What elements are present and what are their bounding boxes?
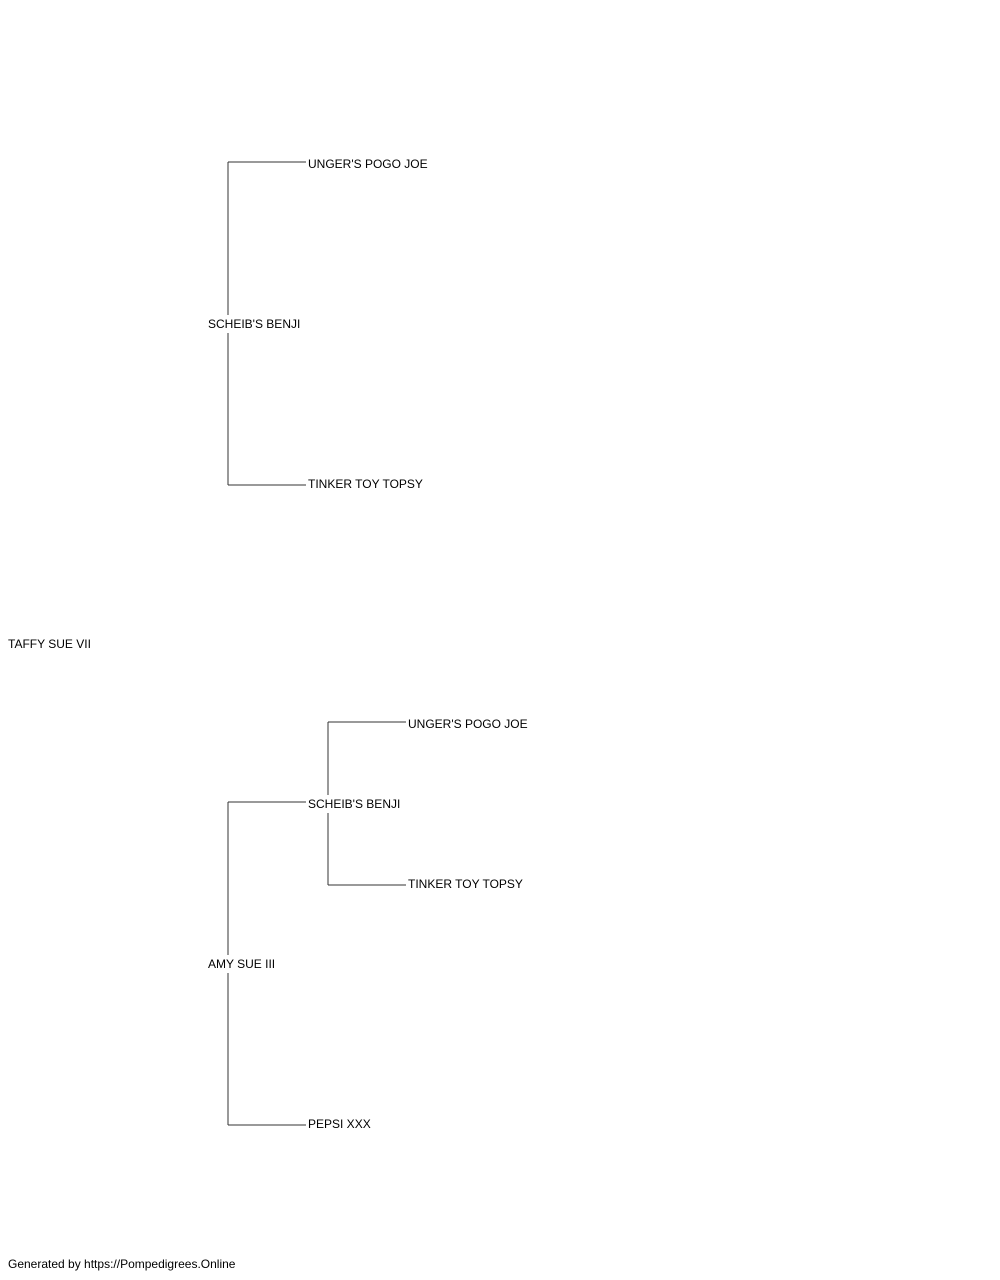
dam-sire-dam-name: TINKER TOY TOPSY: [408, 875, 523, 893]
dam-sire-sire-name: UNGER'S POGO JOE: [408, 715, 528, 733]
sire-dam-name: TINKER TOY TOPSY: [308, 475, 423, 493]
sire-sire-name: UNGER'S POGO JOE: [308, 155, 428, 173]
sire-name: SCHEIB'S BENJI: [208, 315, 301, 333]
generated-by-footer: Generated by https://Pompedigrees.Online: [8, 1257, 236, 1271]
dam-dam-name: PEPSI XXX: [308, 1115, 371, 1133]
dam-sire-name: SCHEIB'S BENJI: [308, 795, 401, 813]
dam-name: AMY SUE III: [208, 955, 276, 973]
subject-name: TAFFY SUE VII: [8, 635, 91, 653]
